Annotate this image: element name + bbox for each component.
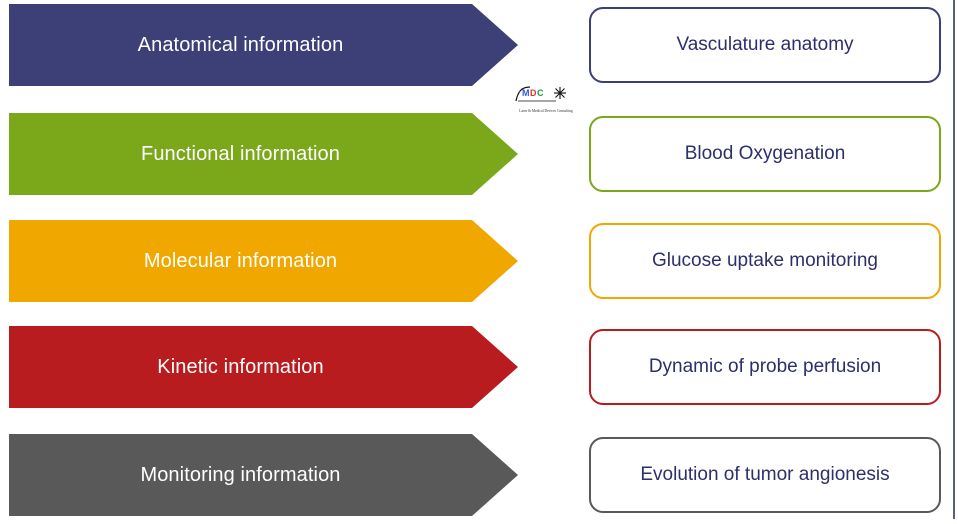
arrow-functional: Functional information — [9, 113, 518, 195]
arrow-label: Kinetic information — [157, 355, 324, 378]
arrow-label: Monitoring information — [140, 463, 341, 486]
arrow-molecular: Molecular information — [9, 220, 518, 302]
box-label: Vasculature anatomy — [676, 34, 854, 55]
row-monitoring: Monitoring information Evolution of tumo… — [0, 434, 958, 524]
svg-text:D: D — [530, 88, 537, 98]
arrow-label: Anatomical information — [137, 33, 344, 56]
svg-text:C: C — [537, 88, 544, 98]
arrow-monitoring: Monitoring information — [9, 434, 518, 516]
box-label: Glucose uptake monitoring — [651, 250, 878, 271]
arrow-label: Functional information — [141, 142, 340, 165]
arrow-anatomical: Anatomical information — [9, 4, 518, 86]
arrow-label: Molecular information — [143, 249, 338, 272]
box-label: Evolution of tumor angionesis — [640, 464, 890, 485]
right-edge-line — [953, 0, 955, 519]
row-anatomical: Anatomical information Vasculature anato… — [0, 4, 958, 94]
mdc-logo: M D C Laser & Medical Devices Consulting — [508, 79, 584, 121]
box-anatomical: Vasculature anatomy — [589, 7, 941, 83]
box-kinetic: Dynamic of probe perfusion — [589, 329, 941, 405]
box-monitoring: Evolution of tumor angionesis — [589, 437, 941, 513]
box-label: Dynamic of probe perfusion — [648, 356, 882, 377]
row-molecular: Molecular information Glucose uptake mon… — [0, 220, 958, 310]
box-functional: Blood Oxygenation — [589, 116, 941, 192]
arrow-kinetic: Kinetic information — [9, 326, 518, 408]
row-kinetic: Kinetic information Dynamic of probe per… — [0, 326, 958, 416]
svg-text:M: M — [522, 88, 530, 98]
mdc-logo-icon: M D C — [515, 86, 566, 102]
box-molecular: Glucose uptake monitoring — [589, 223, 941, 299]
box-label: Blood Oxygenation — [684, 143, 846, 164]
logo-subtitle: Laser & Medical Devices Consulting — [519, 109, 573, 113]
row-functional: Functional information Blood Oxygenation — [0, 113, 958, 203]
